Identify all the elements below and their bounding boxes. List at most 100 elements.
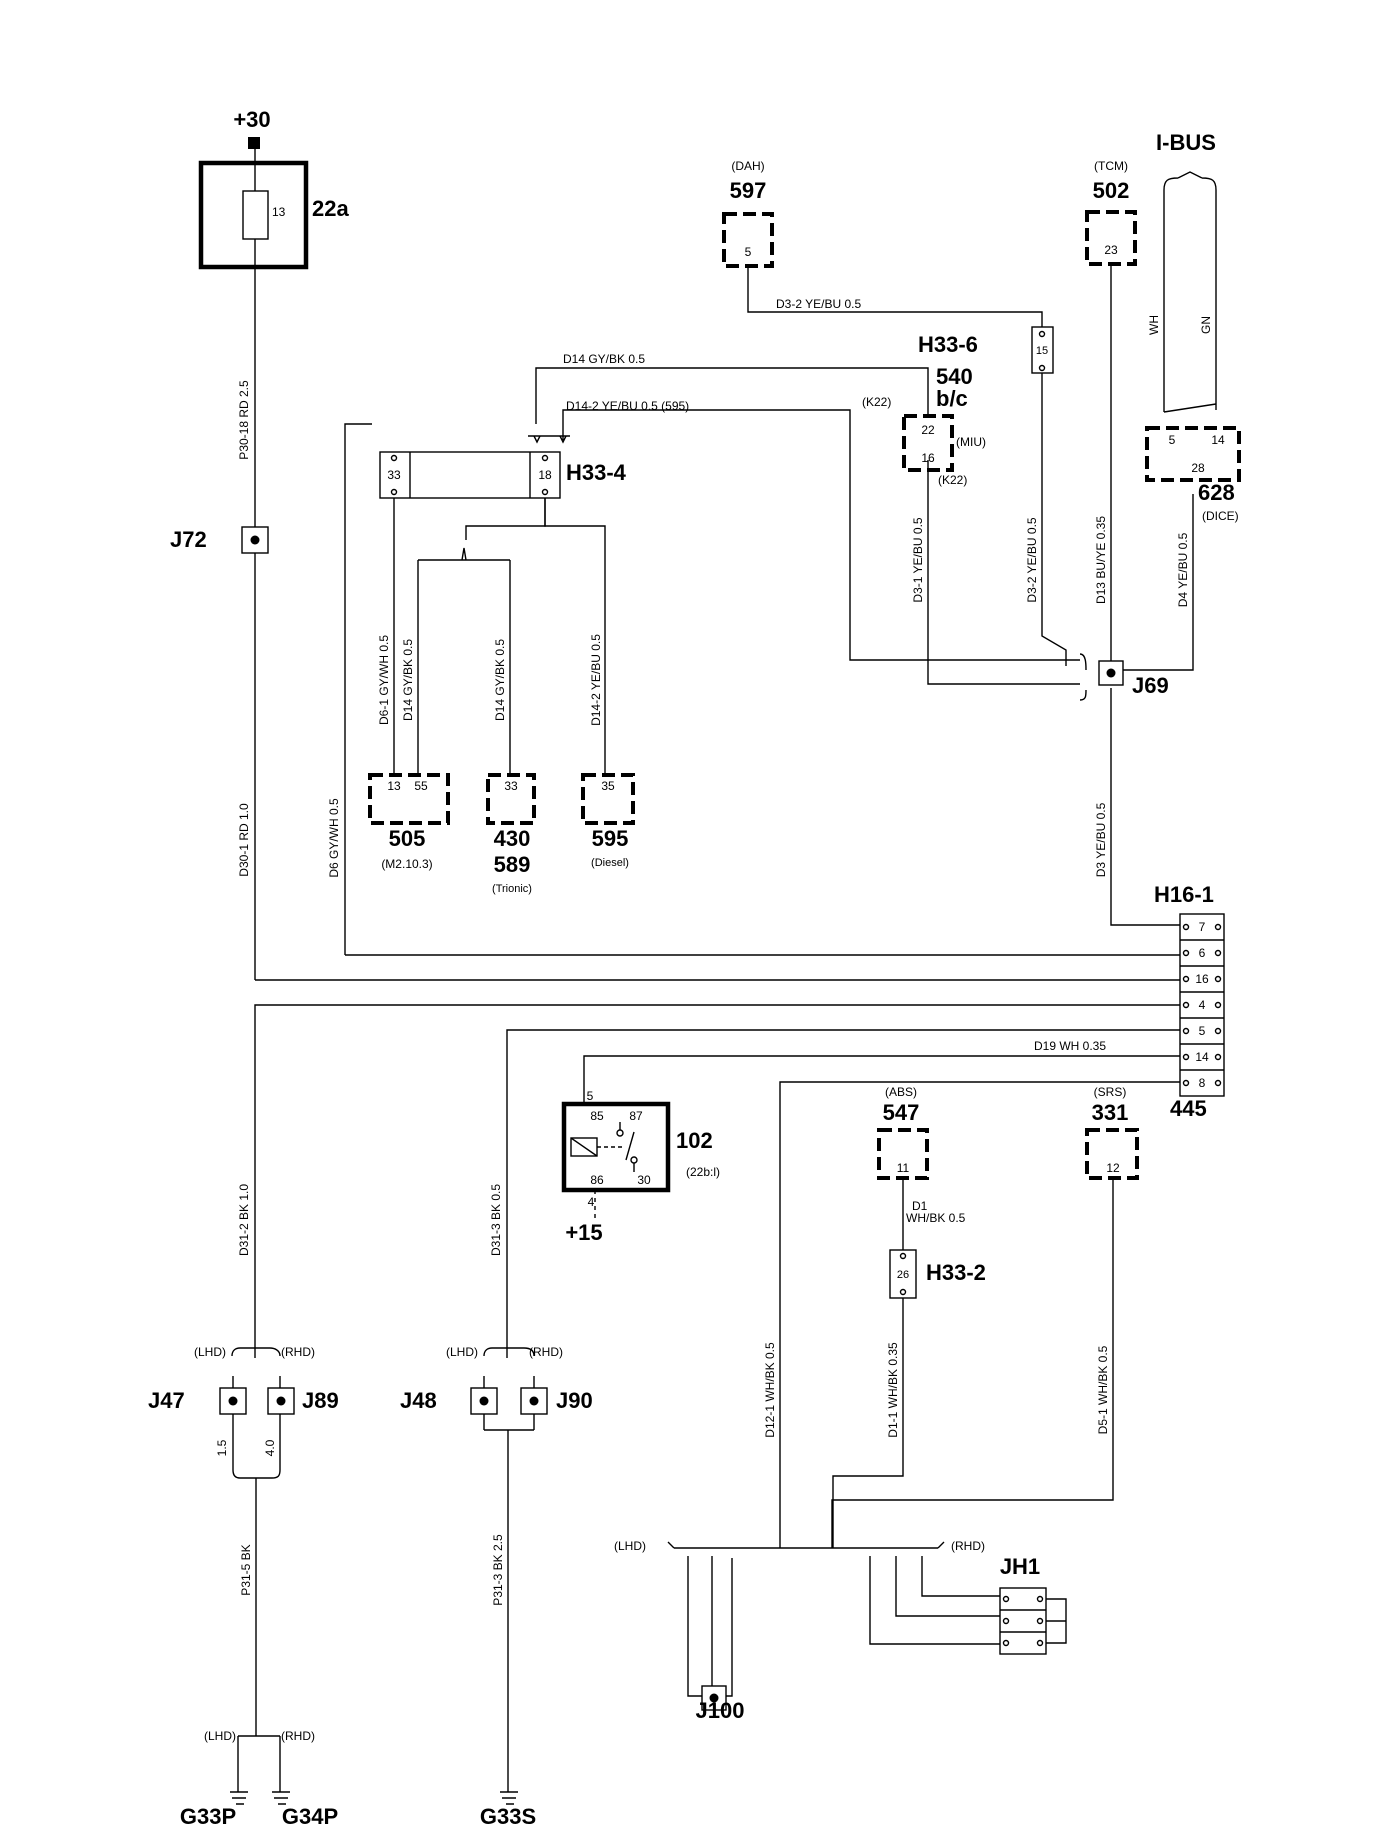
svg-text:595: 595 <box>592 826 629 851</box>
svg-text:26: 26 <box>897 1269 909 1281</box>
fuse-22a: +30 13 22a <box>198 107 349 270</box>
module-430-589: 33 430 589 (Trionic) <box>486 773 536 895</box>
svg-text:H33-2: H33-2 <box>926 1260 986 1285</box>
svg-text:30: 30 <box>637 1173 651 1187</box>
h16-1-pin-label: 14 <box>1195 1050 1209 1064</box>
svg-text:D31-3 BK 0.5: D31-3 BK 0.5 <box>489 1184 503 1256</box>
svg-text:22: 22 <box>921 423 935 437</box>
module-331-srs: (SRS) 331 12 <box>1085 1085 1139 1180</box>
svg-text:D14 GY/BK 0.5: D14 GY/BK 0.5 <box>401 639 415 721</box>
svg-text:D6-1 GY/WH 0.5: D6-1 GY/WH 0.5 <box>377 635 391 725</box>
svg-text:547: 547 <box>883 1100 920 1125</box>
svg-text:J47: J47 <box>148 1388 185 1413</box>
svg-text:4.0: 4.0 <box>263 1439 277 1456</box>
svg-text:D14-2 YE/BU 0.5: D14-2 YE/BU 0.5 <box>589 634 603 726</box>
connector-h33-6: 15 H33-6 <box>918 326 1054 374</box>
relay-102: 5 85 87 86 30 4 102 (22b:l) +15 <box>561 1089 720 1245</box>
h16-1-pin-terminal <box>1182 1053 1190 1061</box>
h16-1-pin-terminal <box>1214 923 1222 931</box>
svg-text:D14 GY/BK 0.5: D14 GY/BK 0.5 <box>563 352 645 366</box>
svg-text:H33-4: H33-4 <box>566 460 627 485</box>
svg-text:P31-5 BK: P31-5 BK <box>239 1544 253 1595</box>
svg-text:H33-6: H33-6 <box>918 332 978 357</box>
svg-text:(SRS): (SRS) <box>1094 1085 1127 1099</box>
svg-text:J48: J48 <box>400 1388 437 1413</box>
junction-j48: J48 <box>400 1387 498 1415</box>
svg-text:P30-18 RD 2.5: P30-18 RD 2.5 <box>237 380 251 460</box>
svg-text:J89: J89 <box>302 1388 339 1413</box>
svg-text:D1: D1 <box>912 1199 928 1213</box>
junction-j89: J89 <box>267 1387 339 1415</box>
svg-text:(RHD): (RHD) <box>951 1539 985 1553</box>
module-505: 13 55 505 (M2.10.3) <box>368 773 450 871</box>
svg-text:505: 505 <box>389 826 426 851</box>
fuse-id: 22a <box>312 196 349 221</box>
svg-text:JH1: JH1 <box>1000 1554 1040 1579</box>
h16-1-pin-terminal <box>1214 1027 1222 1035</box>
svg-text:13: 13 <box>387 779 401 793</box>
module-547-abs: (ABS) 547 11 <box>877 1085 929 1180</box>
svg-text:(DICE): (DICE) <box>1202 509 1239 523</box>
svg-text:1.5: 1.5 <box>215 1439 229 1456</box>
svg-text:33: 33 <box>387 468 401 482</box>
svg-text:J69: J69 <box>1132 673 1169 698</box>
h16-1-pin-label: 4 <box>1199 998 1206 1012</box>
h16-1-pin-terminal <box>1182 1027 1190 1035</box>
svg-text:J90: J90 <box>556 1388 593 1413</box>
svg-text:(M2.10.3): (M2.10.3) <box>381 857 432 871</box>
h16-1-pin-label: 16 <box>1195 972 1209 986</box>
svg-text:(K22): (K22) <box>862 395 891 409</box>
svg-text:331: 331 <box>1092 1100 1129 1125</box>
svg-text:28: 28 <box>1191 461 1205 475</box>
junction-j90: J90 <box>520 1387 593 1415</box>
svg-text:597: 597 <box>730 178 767 203</box>
svg-text:12: 12 <box>1106 1161 1120 1175</box>
svg-text:86: 86 <box>590 1173 604 1187</box>
svg-text:23: 23 <box>1104 243 1118 257</box>
svg-text:D4 YE/BU 0.5: D4 YE/BU 0.5 <box>1176 532 1190 607</box>
svg-text:15: 15 <box>1036 345 1048 357</box>
wire-lines <box>231 144 1217 1792</box>
svg-text:5: 5 <box>1169 433 1176 447</box>
h16-1-pin-label: 6 <box>1199 946 1206 960</box>
module-628-dice: 5 14 28 628 (DICE) <box>1145 426 1241 523</box>
svg-text:33: 33 <box>504 779 518 793</box>
svg-text:55: 55 <box>414 779 428 793</box>
supply-label: +30 <box>233 107 270 132</box>
module-597-dah: (DAH) 597 5 <box>722 159 774 268</box>
svg-text:D31-2 BK 1.0: D31-2 BK 1.0 <box>237 1184 251 1256</box>
svg-text:502: 502 <box>1093 178 1130 203</box>
svg-text:D14 GY/BK 0.5: D14 GY/BK 0.5 <box>493 639 507 721</box>
svg-text:18: 18 <box>538 468 552 482</box>
svg-text:D19 WH 0.35: D19 WH 0.35 <box>1034 1039 1106 1053</box>
ibus-label: I-BUS <box>1156 130 1216 155</box>
wire-labels-horizontal: D14 GY/BK 0.5 D14-2 YE/BU 0.5 (595) D3-2… <box>563 297 1106 1225</box>
svg-text:(RHD): (RHD) <box>281 1729 315 1743</box>
module-502-tcm: (TCM) 502 23 <box>1085 159 1137 266</box>
svg-text:5: 5 <box>587 1089 594 1103</box>
svg-text:(LHD): (LHD) <box>446 1345 478 1359</box>
h16-1-pin-terminal <box>1214 1079 1222 1087</box>
junction-j69: J69 <box>1098 660 1169 698</box>
svg-text:J72: J72 <box>170 527 207 552</box>
svg-text:(K22): (K22) <box>938 473 967 487</box>
svg-text:445: 445 <box>1170 1096 1207 1121</box>
junction-j72: J72 <box>170 526 269 554</box>
svg-text:D3-2 YE/BU 0.5: D3-2 YE/BU 0.5 <box>1025 517 1039 602</box>
junction-j47: J47 <box>148 1387 247 1415</box>
svg-text:(DAH): (DAH) <box>731 159 764 173</box>
svg-text:(TCM): (TCM) <box>1094 159 1128 173</box>
h16-1-pin-terminal <box>1182 949 1190 957</box>
connector-h33-2: 26 H33-2 <box>889 1249 986 1299</box>
svg-text:D14-2 YE/BU 0.5 (595): D14-2 YE/BU 0.5 (595) <box>566 399 689 413</box>
svg-text:(LHD): (LHD) <box>194 1345 226 1359</box>
svg-text:P31-3 BK 2.5: P31-3 BK 2.5 <box>491 1534 505 1606</box>
svg-text:(MIU): (MIU) <box>956 435 986 449</box>
svg-text:5: 5 <box>745 245 752 259</box>
svg-text:(ABS): (ABS) <box>885 1085 917 1099</box>
svg-text:WH/BK 0.5: WH/BK 0.5 <box>906 1211 966 1225</box>
svg-text:(LHD): (LHD) <box>614 1539 646 1553</box>
ignition-label: +15 <box>565 1220 602 1245</box>
